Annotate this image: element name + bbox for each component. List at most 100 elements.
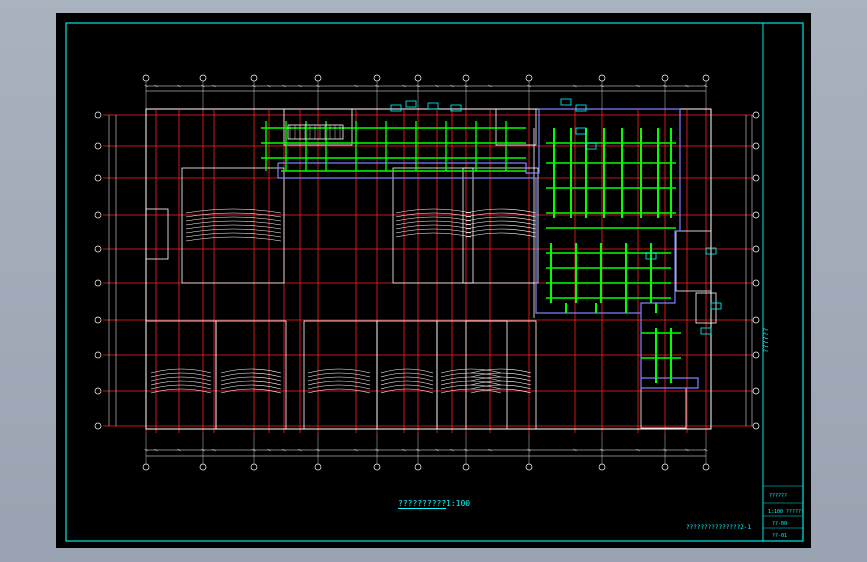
seat-row [465,208,537,214]
dimension-tick [435,448,439,452]
grid-bubble-bottom [314,463,322,471]
seat-row [465,232,537,238]
cinema-hall [465,320,537,430]
cinema-hall [392,167,474,284]
grid-bubble-left [94,111,102,119]
seat-row [150,384,212,390]
grid-bubble-left [94,142,102,150]
title-block-name: ?????? [769,493,788,499]
dimension-tick [212,84,216,88]
grid-bubble-right [752,174,760,182]
seat-row [380,368,434,374]
grid-bubble-bottom [661,463,669,471]
hvac-equipment [287,98,722,335]
cinema-hall [462,167,539,284]
dimension-tick [144,448,148,452]
dimension-tick [464,84,468,88]
drawing-scale: 1:100 [446,499,471,508]
dimension-tick [201,84,205,88]
dimension-tick [252,84,256,88]
seat-row [380,388,434,394]
cinema-hall [145,320,217,430]
equipment-room [695,292,717,324]
dimension-tick [154,448,158,452]
stair-core [495,108,537,146]
hvac-zone-boundary [277,108,699,389]
air-terminal-unit [585,142,597,150]
grid-bubble-bottom [199,463,207,471]
grid-bubble-top [661,74,669,82]
seat-row [395,228,472,234]
cinema-hall [436,320,508,430]
seat-row [220,372,282,378]
seat-row [185,220,282,226]
grid-bubble-top [525,74,533,82]
seat-row [150,380,212,386]
wall-outlines [145,108,717,430]
cinema-seating [150,208,537,394]
dimension-tick [154,84,158,88]
seat-row [150,372,212,378]
grid-bubble-left [94,174,102,182]
dimension-tick [354,448,358,452]
dimension-tick [663,84,667,88]
grid-bubble-left [94,351,102,359]
seat-row [307,384,371,390]
cinema-hall [376,320,438,430]
dimension-tick [488,84,492,88]
grid-bubble-bottom [598,463,606,471]
grid-bubble-right [752,245,760,253]
grid-bubble-bottom [525,463,533,471]
seat-row [465,220,537,226]
seat-row [395,220,472,226]
cinema-hall [215,320,287,430]
toilet-block [145,208,169,260]
dimension-tick [685,448,689,452]
grid-bubble-top [199,74,207,82]
grid-bubble-bottom [414,463,422,471]
seat-row [150,368,212,374]
seat-row [380,372,434,378]
seat-row [470,376,532,382]
seat-row [395,212,472,218]
grid-bubble-right [752,316,760,324]
seat-row [465,216,537,222]
dimension-tick [177,448,181,452]
dimension-tick [636,84,640,88]
dimension-lines [108,84,753,457]
dimension-tick [282,448,286,452]
seat-row [395,224,472,230]
dimension-tick [450,448,454,452]
dimension-tick [685,84,689,88]
seat-row [220,380,282,386]
dimension-tick [416,448,420,452]
air-terminal-unit [710,302,722,310]
seat-row [395,208,472,214]
dimension-tick [267,84,271,88]
dimension-tick [177,84,181,88]
seat-row [220,384,282,390]
dimension-tick [488,448,492,452]
grid-bubble-top [250,74,258,82]
air-terminal-unit [705,247,717,255]
grid-bubble-right [752,351,760,359]
grid-bubble-bottom [462,463,470,471]
seat-row [380,376,434,382]
toilet-block [640,387,687,429]
vertical-note: ?????? [762,327,770,353]
grid-bubble-right [752,111,760,119]
dimension-tick [573,448,577,452]
grid-bubble-left [94,316,102,324]
dimension-tick [464,448,468,452]
dimension-tick [527,448,531,452]
grid-bubble-right [752,211,760,219]
seat-row [470,388,532,394]
seat-row [307,380,371,386]
dimension-tick [252,448,256,452]
dimension-tick [416,84,420,88]
seat-row [380,380,434,386]
dimension-tick [282,84,286,88]
grid-bubble-top [462,74,470,82]
cinema-hall [181,167,285,284]
